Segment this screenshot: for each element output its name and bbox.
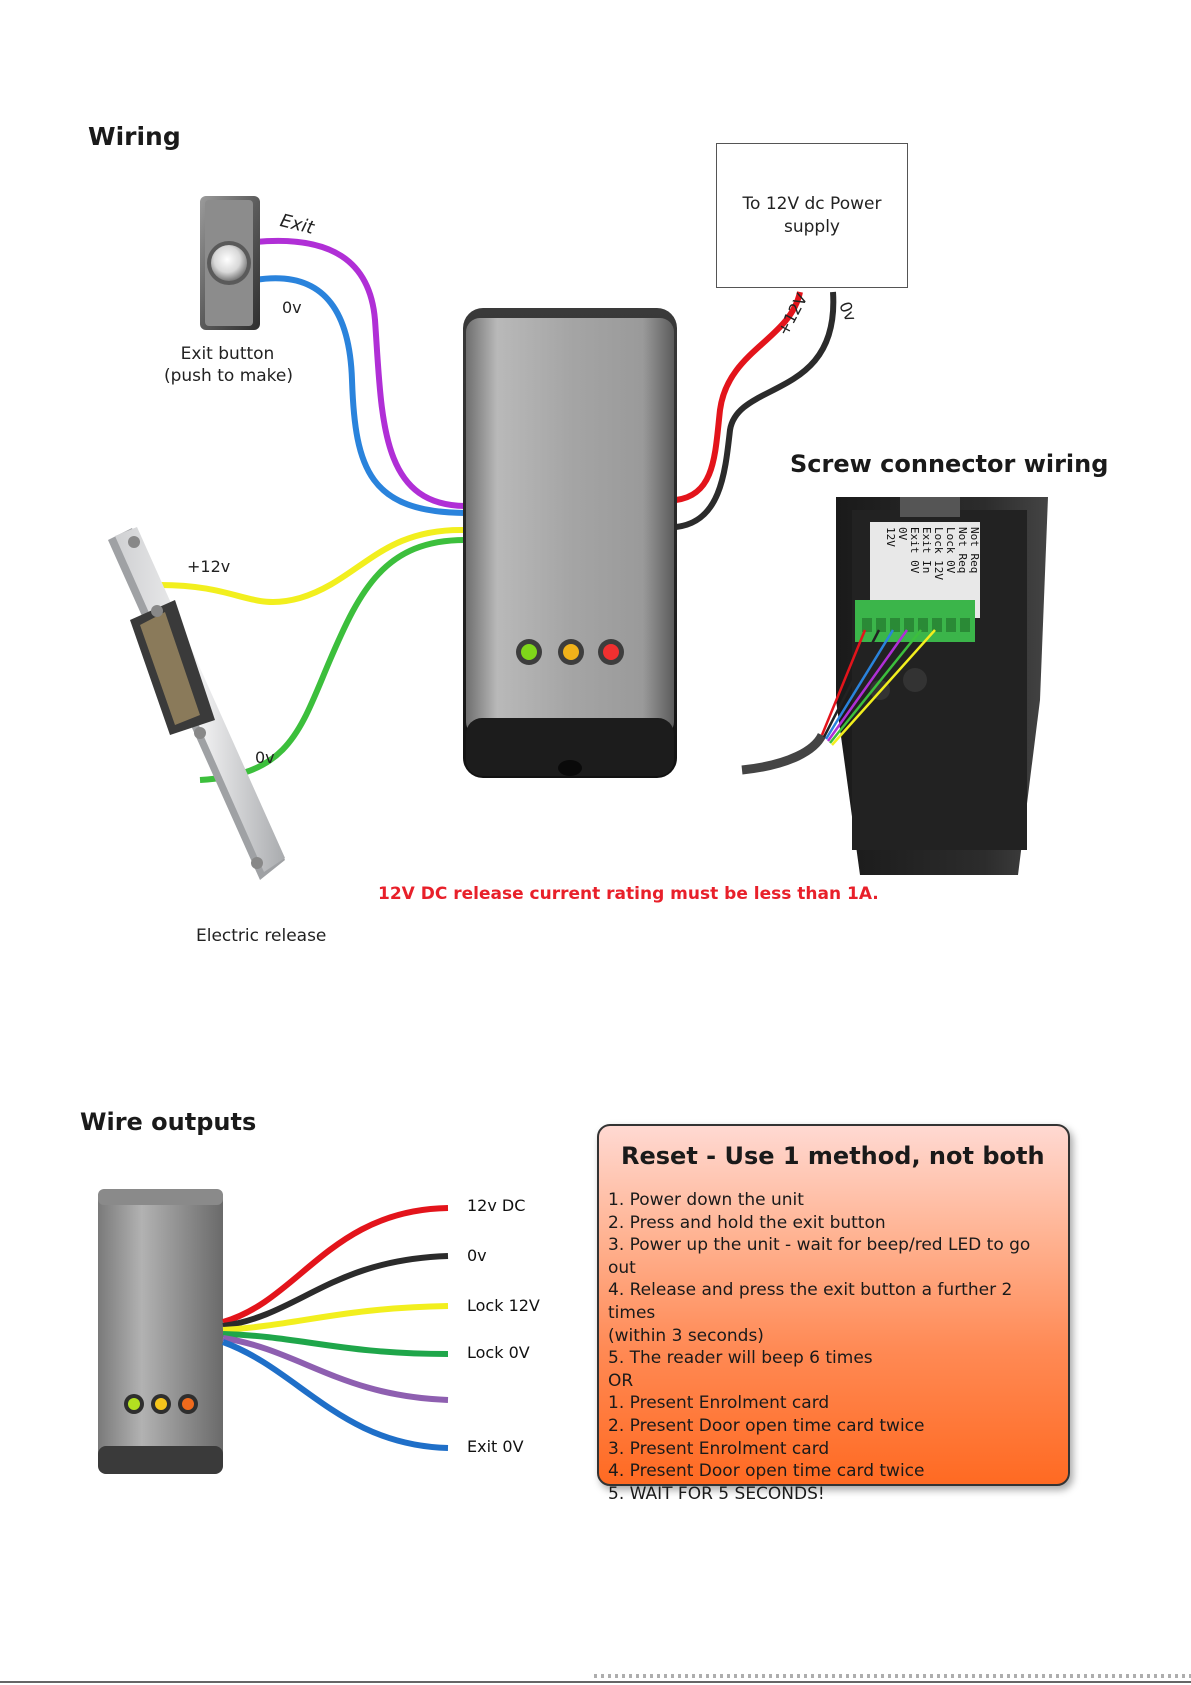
terminal-label: Exit 0V (908, 527, 921, 574)
output-wire-red (222, 1205, 449, 1325)
exit-button-caption-2: (push to make) (163, 366, 293, 386)
reset-step: 5. The reader will beep 6 times (608, 1348, 873, 1369)
release-wire-green (199, 537, 466, 783)
exit-wire-purple (254, 237, 466, 509)
wire-outputs-heading: Wire outputs (80, 1108, 257, 1136)
wiring-heading: Wiring (88, 122, 181, 151)
terminal-label: Exit In (920, 527, 933, 574)
reset-step: 4. Release and press the exit button a f… (608, 1280, 1013, 1323)
release-wire-yellow (159, 526, 466, 605)
exit-wire-blue (254, 275, 466, 516)
output-wire-yellow (222, 1303, 449, 1333)
output-wire-violet (222, 1335, 449, 1403)
reset-step: 2. Press and hold the exit button (608, 1212, 886, 1233)
release-0v-label: 0v (255, 748, 275, 767)
output-label-0v: 0v (467, 1246, 487, 1265)
scan-artifact (594, 1674, 1191, 1678)
power-box-line2: supply (784, 216, 840, 237)
release-caption: Electric release (196, 926, 327, 946)
output-wire-blue (221, 1339, 449, 1451)
power-wire-black (675, 291, 837, 530)
reset-title: Reset - Use 1 method, not both (621, 1142, 1045, 1170)
reset-step: 5. WAIT FOR 5 SECONDS! (608, 1483, 825, 1504)
screw-heading: Screw connector wiring (790, 450, 1109, 478)
card-reader-icon (463, 308, 677, 778)
reset-steps-list: 1. Power down the unit 2. Press and hold… (608, 1189, 1059, 1505)
output-wire-black (222, 1253, 449, 1329)
reset-step: OR (608, 1370, 634, 1391)
reset-step: 4. Present Door open time card twice (608, 1461, 925, 1482)
power-supply-box: To 12V dc Power supply (716, 143, 908, 288)
output-label-12v: 12v DC (467, 1196, 526, 1215)
terminal-label: Not Req (968, 527, 981, 574)
reset-step: 3. Power up the unit - wait for beep/red… (608, 1235, 1031, 1278)
reset-instructions-box: Reset - Use 1 method, not both 1. Power … (597, 1124, 1070, 1504)
exit-0v-label: 0v (282, 298, 302, 317)
reset-step: 3. Present Enrolment card (608, 1438, 830, 1459)
terminal-label: 12V (884, 527, 897, 547)
output-label-exit0: Exit 0V (467, 1437, 524, 1456)
terminal-label: Lock 12V (932, 527, 945, 580)
reset-step: 1. Present Enrolment card (608, 1393, 830, 1414)
output-wire-green (222, 1331, 449, 1357)
exit-button-icon (200, 196, 260, 330)
output-label-lock12: Lock 12V (467, 1296, 540, 1315)
terminal-label: Lock 0V (944, 527, 957, 574)
power-box-line1: To 12V dc Power (742, 193, 882, 214)
reset-step: (within 3 seconds) (608, 1325, 764, 1346)
electric-release-icon (108, 527, 285, 880)
release-plus-label: +12v (187, 557, 231, 576)
reset-step: 1. Power down the unit (608, 1190, 804, 1210)
terminal-label: Not Req (956, 527, 969, 574)
warning-text: 12V DC release current rating must be le… (378, 884, 879, 904)
power-wire-red (675, 291, 803, 503)
reader-small-icon (98, 1189, 223, 1474)
screw-terminal-labels: Not Req Not Req Lock 0V Lock 12V Exit In… (880, 525, 990, 615)
page-bottom-rule (0, 1681, 1191, 1683)
screw-connector-photo (741, 497, 1048, 875)
terminal-label: 0V (896, 527, 909, 541)
exit-button-caption-1: Exit button (180, 344, 275, 364)
reset-step: 2. Present Door open time card twice (608, 1415, 925, 1436)
output-label-lock0: Lock 0V (467, 1343, 530, 1362)
